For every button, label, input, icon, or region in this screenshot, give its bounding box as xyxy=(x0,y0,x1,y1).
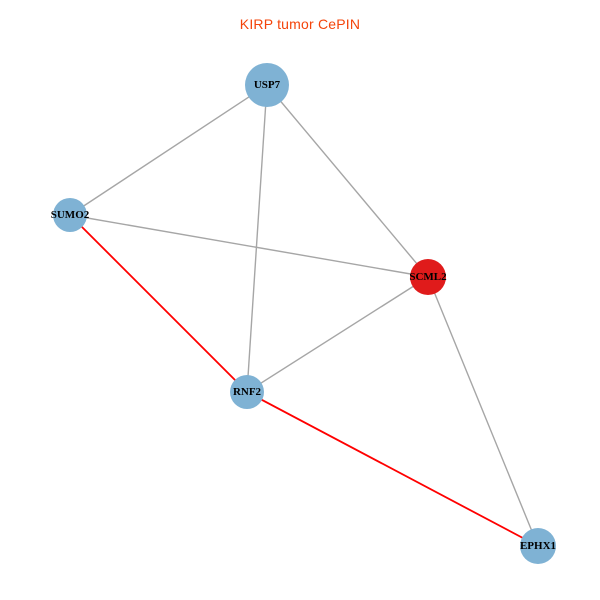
node-label-sumo2: SUMO2 xyxy=(51,209,90,221)
edge-sumo2-scml2[interactable] xyxy=(69,214,429,278)
node-circle-ephx1[interactable] xyxy=(520,528,556,564)
edge-usp7-scml2[interactable] xyxy=(266,84,429,278)
node-usp7[interactable]: USP7 xyxy=(245,63,289,107)
edge-layer xyxy=(69,84,539,547)
edge-sumo2-rnf2[interactable] xyxy=(69,214,248,393)
node-circle-usp7[interactable] xyxy=(245,63,289,107)
edge-scml2-ephx1[interactable] xyxy=(427,276,539,547)
node-circle-sumo2[interactable] xyxy=(53,198,87,232)
node-circle-scml2[interactable] xyxy=(410,259,446,295)
page-title: KIRP tumor CePIN xyxy=(239,16,361,32)
node-label-scml2: SCML2 xyxy=(409,271,447,283)
edge-usp7-rnf2[interactable] xyxy=(246,84,268,393)
node-circle-rnf2[interactable] xyxy=(230,375,264,409)
node-rnf2[interactable]: RNF2 xyxy=(230,375,264,409)
node-sumo2[interactable]: SUMO2 xyxy=(51,198,90,232)
edge-sumo2-usp7[interactable] xyxy=(69,84,268,216)
edge-rnf2-scml2[interactable] xyxy=(246,276,429,393)
node-ephx1[interactable]: EPHX1 xyxy=(520,528,556,564)
node-label-usp7: USP7 xyxy=(254,79,281,91)
node-label-rnf2: RNF2 xyxy=(233,386,262,398)
node-label-ephx1: EPHX1 xyxy=(520,540,556,552)
edge-rnf2-ephx1[interactable] xyxy=(246,391,539,547)
node-scml2[interactable]: SCML2 xyxy=(409,259,447,295)
